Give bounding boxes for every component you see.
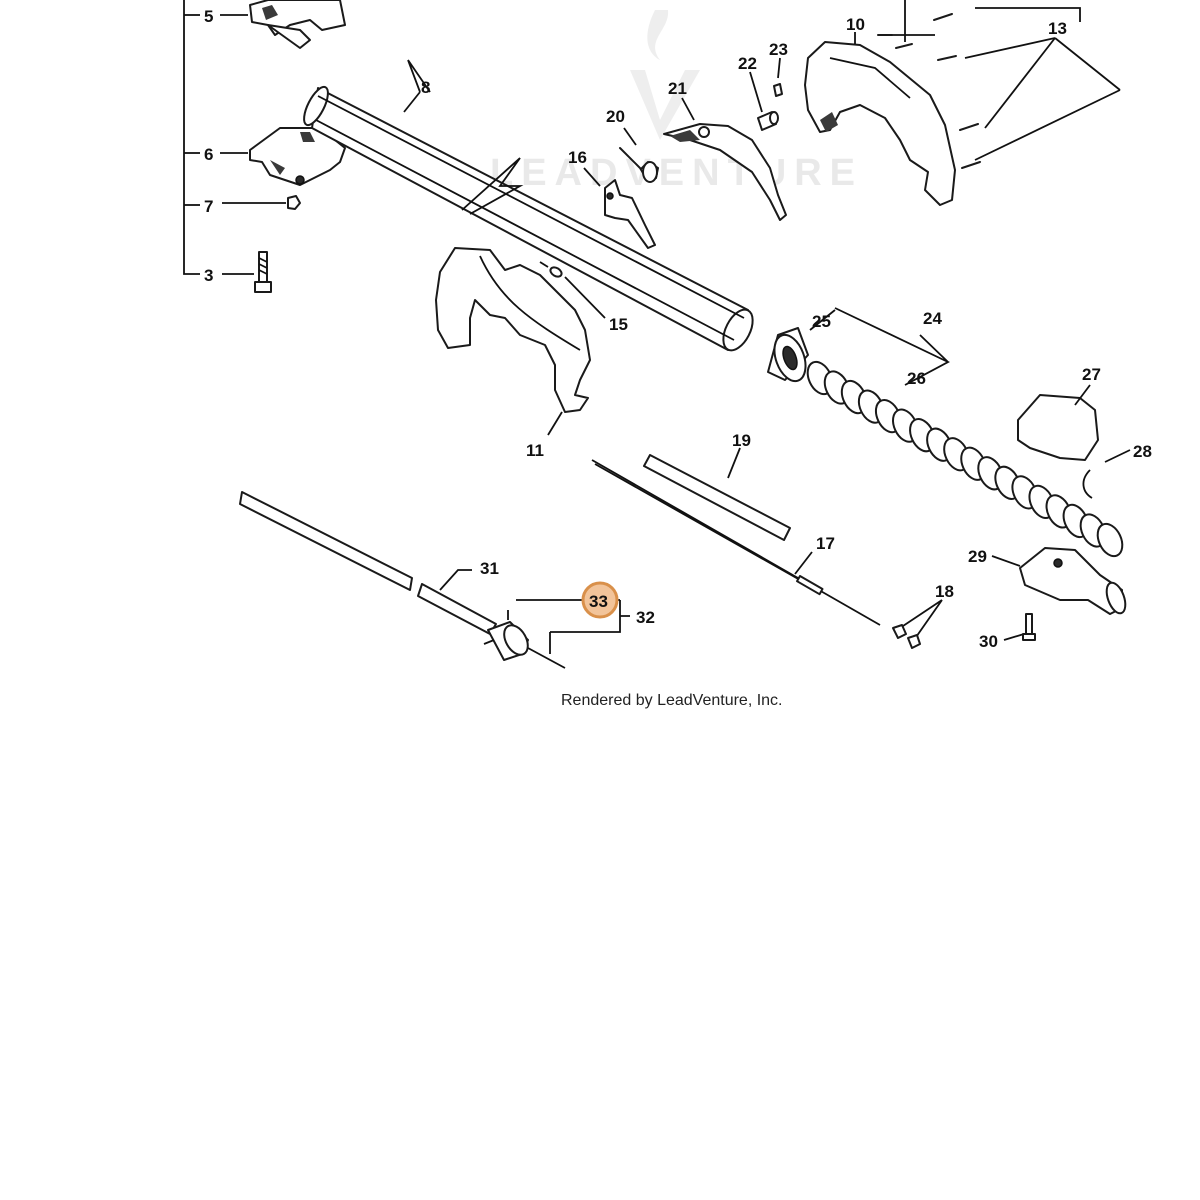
part-3-screw [222, 251, 272, 293]
part-5-clamp-upper [220, 0, 346, 49]
part-label-15[interactable]: 15 [609, 315, 628, 334]
part-22-bushing [749, 71, 779, 131]
part-19-spring [643, 447, 791, 541]
part-label-30[interactable]: 30 [979, 632, 998, 651]
part-label-22[interactable]: 22 [738, 54, 757, 73]
bracket-left [183, 0, 200, 275]
credit-text: Rendered by LeadVenture, Inc. [561, 692, 783, 709]
part-23-pin [773, 57, 783, 97]
watermark-logo-icon [630, 10, 700, 140]
part-label-29[interactable]: 29 [968, 547, 987, 566]
part-26-spring [806, 360, 1124, 558]
part-16-lever [583, 167, 656, 249]
part-label-16[interactable]: 16 [568, 148, 587, 167]
part-20-torsion-spring [619, 127, 659, 183]
part-25-bushing [767, 309, 836, 383]
part-label-32[interactable]: 32 [636, 608, 655, 627]
part-label-28[interactable]: 28 [1133, 442, 1152, 461]
part-label-11[interactable]: 11 [526, 441, 544, 460]
part-label-24[interactable]: 24 [923, 309, 942, 328]
watermark-text: LEADVENTURE [490, 152, 863, 194]
part-33-highlight[interactable] [581, 581, 619, 619]
part-label-17[interactable]: 17 [816, 534, 835, 553]
part-label-3[interactable]: 3 [204, 266, 213, 285]
part-label-27[interactable]: 27 [1082, 365, 1101, 384]
part-31-drive-shaft [239, 491, 497, 635]
part-8-shaft-tube [303, 59, 754, 352]
part-29-clamp [991, 547, 1127, 615]
spring-coil [1096, 522, 1124, 558]
part-label-26[interactable]: 26 [907, 369, 926, 388]
part-28-clip [1082, 449, 1131, 499]
part-17-cable [591, 459, 881, 626]
part-32-shaft-assembly [483, 599, 630, 669]
part-label-31[interactable]: 31 [480, 559, 499, 578]
part-label-25[interactable]: 25 [812, 312, 831, 331]
part-18-nuts [892, 599, 943, 649]
part-label-20[interactable]: 20 [606, 107, 625, 126]
bracket-24 [834, 307, 950, 386]
part-label-10[interactable]: 10 [846, 15, 865, 34]
part-label-13[interactable]: 13 [1048, 19, 1067, 38]
part-label-19[interactable]: 19 [732, 431, 751, 450]
part-label-5[interactable]: 5 [204, 7, 213, 26]
part-label-18[interactable]: 18 [935, 582, 954, 601]
part-21-trigger [663, 97, 787, 221]
part-label-21[interactable]: 21 [668, 79, 687, 98]
part-30-screw [1003, 613, 1036, 641]
part-label-7[interactable]: 7 [204, 197, 213, 216]
part-27-cover [1017, 384, 1099, 461]
part-label-23[interactable]: 23 [769, 40, 788, 59]
part-label-33[interactable]: 33 [589, 592, 608, 611]
part-15-pin [539, 261, 606, 319]
part-11-handle [435, 247, 591, 436]
part-33-highlight-circle[interactable] [581, 581, 619, 619]
part-13-screws [937, 7, 1121, 169]
part-6-clamp-lower [220, 127, 346, 186]
part-label-8[interactable]: 8 [421, 78, 430, 97]
part-label-6[interactable]: 6 [204, 145, 213, 164]
part-10-housing [804, 0, 956, 206]
part-7-nut [222, 195, 301, 210]
